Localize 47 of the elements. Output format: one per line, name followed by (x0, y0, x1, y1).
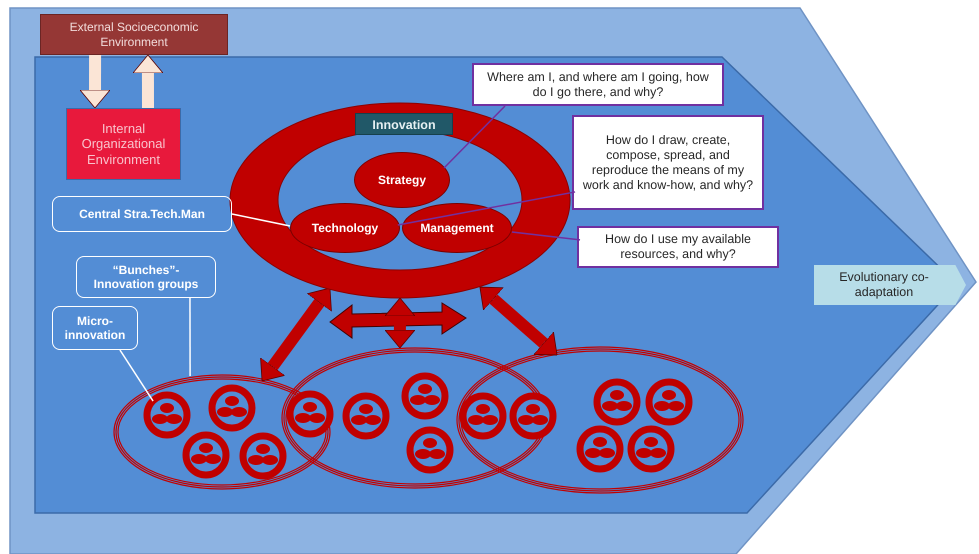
leader-line (512, 231, 580, 241)
block-arrow (384, 298, 416, 348)
node-text: Management (420, 220, 494, 236)
nested-ring-icon (286, 390, 334, 438)
leader-line (443, 105, 506, 169)
node-text: “Bunches”- Innovation groups (92, 262, 200, 292)
arrow-shaped-box (814, 265, 966, 305)
nested-ring-icon (593, 378, 641, 426)
node-text: Strategy (378, 172, 426, 188)
nested-ring-icon (208, 384, 256, 432)
leader-line (189, 298, 191, 376)
block-arrow (132, 54, 164, 108)
node-text: How do I use my available resources, and why? (604, 232, 752, 262)
leader-line (398, 191, 576, 226)
leader-line (119, 350, 154, 402)
nested-ring-icon (342, 392, 390, 440)
nested-ring-icon (239, 432, 287, 480)
question-callout (572, 115, 764, 210)
node-text: Internal Organizational Environment (80, 120, 166, 168)
node-text: How do I draw, create, compose, spread, and reproduce the means of my work and know-how, and why? (582, 132, 754, 192)
nested-ring-icon (401, 372, 449, 420)
node-text: Central Stra.Tech.Man (79, 206, 205, 222)
nested-ring-icon (459, 392, 507, 440)
note-callout (52, 306, 138, 350)
environment-box (66, 108, 181, 180)
nested-ring-icon (627, 425, 675, 473)
environment-box (40, 14, 228, 55)
nested-ring-icon (509, 392, 557, 440)
note-callout (76, 256, 216, 298)
node-text: Evolutionary co-adaptation (838, 270, 930, 300)
leader-line (232, 213, 290, 227)
nested-ring-icon (143, 391, 191, 439)
block-arrow (80, 54, 110, 108)
nested-ring-icon (406, 426, 454, 474)
node-text: Micro- innovation (64, 314, 126, 342)
block-arrow (260, 288, 332, 382)
node-text: External Socioeconomic Environment (68, 20, 200, 49)
title-tag: Innovation (355, 113, 453, 135)
note-callout (52, 196, 232, 232)
question-callout (577, 226, 779, 268)
question-callout (472, 63, 724, 106)
nested-ring-icon (645, 378, 693, 426)
block-arrow (480, 286, 558, 356)
nested-ring-icon (182, 431, 230, 479)
nested-ring-icon (576, 425, 624, 473)
node-text: Where am I, and where am I going, how do I go there, and why? (486, 70, 710, 100)
node-text: Technology (312, 220, 378, 236)
